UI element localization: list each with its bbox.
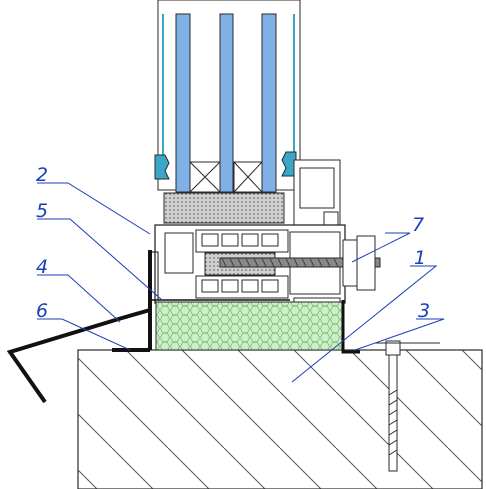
wall-masonry	[77, 349, 483, 489]
callout-leaders	[37, 182, 445, 383]
callout-label-5: 5	[36, 200, 48, 222]
callout-label-6: 6	[36, 300, 48, 322]
callout-label-2: 2	[36, 164, 48, 186]
callout-label-4: 4	[36, 256, 48, 278]
anchor-dowel	[375, 340, 440, 472]
callout-label-1: 1	[414, 247, 426, 269]
glazing-unit	[154, 0, 301, 193]
glazing-spacer	[163, 192, 285, 224]
foam-insulation	[155, 301, 343, 351]
sash-profile	[293, 159, 341, 231]
callout-label-3: 3	[418, 300, 430, 322]
fixing-screw	[219, 235, 381, 291]
callout-labels: 2 5 4 6 7 1 3	[36, 164, 430, 322]
callout-label-7: 7	[412, 214, 424, 236]
sill-flashing	[6, 250, 360, 404]
